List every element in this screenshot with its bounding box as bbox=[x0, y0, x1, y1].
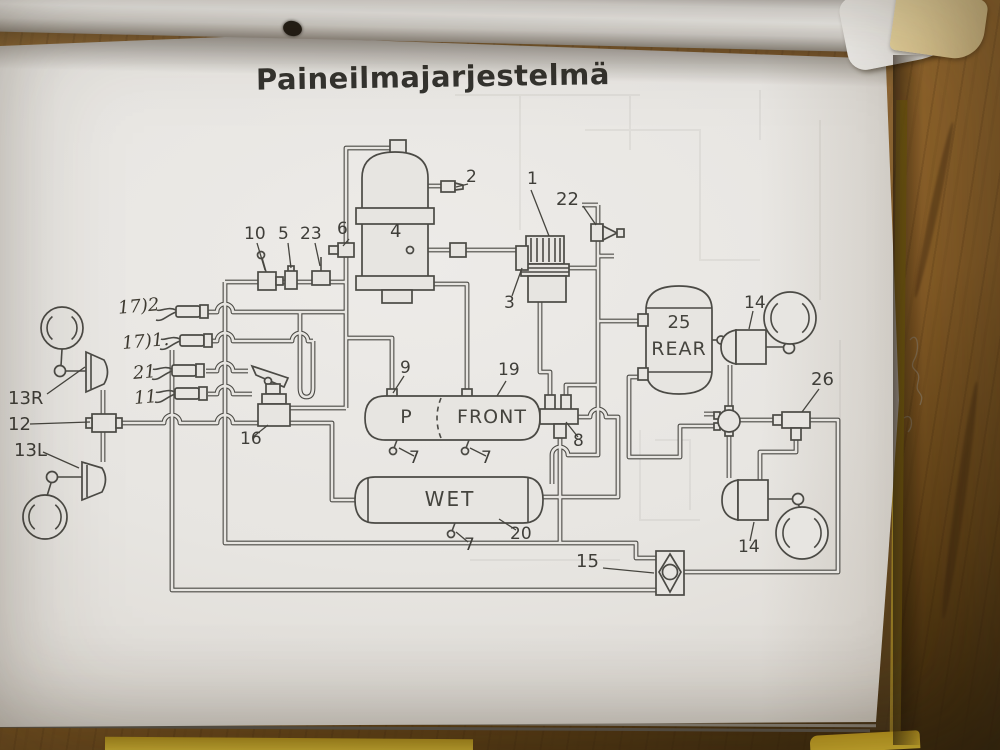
wheel bbox=[775, 506, 829, 560]
fitting-5 bbox=[284, 265, 298, 290]
part-label-10: 10 bbox=[244, 224, 266, 244]
front-tank bbox=[364, 388, 541, 456]
fitting-2 bbox=[440, 180, 456, 193]
dryer-port bbox=[405, 245, 415, 255]
part-label-7b: 7 bbox=[481, 448, 492, 468]
part-label-20: 20 bbox=[510, 524, 532, 544]
manifold-8 bbox=[539, 394, 579, 439]
part-label-19: 19 bbox=[498, 360, 520, 380]
part-label-16: 16 bbox=[240, 429, 262, 449]
drain-valve bbox=[460, 446, 470, 456]
wet-tank-label: WET bbox=[424, 487, 476, 511]
part-label-17-1: 17)1. bbox=[121, 328, 170, 355]
part-label-26: 26 bbox=[811, 369, 834, 390]
valve-10 bbox=[256, 250, 284, 291]
fitting-26 bbox=[772, 411, 811, 441]
page-shading bbox=[760, 50, 900, 730]
drain-valve bbox=[388, 446, 398, 456]
compressor bbox=[515, 235, 570, 303]
part-label-15: 15 bbox=[576, 551, 599, 572]
part-label-7c: 7 bbox=[464, 535, 475, 555]
foot-brake-valve bbox=[250, 364, 291, 427]
part-label-21: 21 bbox=[132, 361, 157, 384]
part-label-23: 23 bbox=[300, 224, 322, 244]
part-label-13R: 13R bbox=[8, 388, 44, 409]
front-tank-label-p: P bbox=[400, 406, 412, 428]
components-layer bbox=[22, 139, 829, 596]
rear-tank-label-25: 25 bbox=[667, 312, 691, 333]
part-label-5: 5 bbox=[278, 224, 289, 244]
part-label-12: 12 bbox=[8, 414, 31, 435]
front-brake-13R bbox=[40, 306, 109, 394]
inline-fitting bbox=[449, 242, 467, 258]
test-connectors bbox=[151, 304, 213, 404]
quick-release-valve bbox=[713, 405, 741, 437]
page-edge-shadow bbox=[893, 55, 923, 745]
part-label-8: 8 bbox=[573, 431, 584, 451]
part-label-22: 22 bbox=[556, 189, 579, 210]
part-label-6: 6 bbox=[337, 219, 348, 239]
part-label-13L: 13L bbox=[14, 440, 47, 461]
part-label-1: 1 bbox=[527, 169, 538, 189]
front-brake-13L bbox=[22, 460, 107, 540]
leader-lines bbox=[29, 183, 820, 574]
wheel bbox=[763, 291, 817, 345]
rear-brake-chamber-lower bbox=[721, 478, 829, 560]
valve-15 bbox=[655, 550, 685, 596]
part-label-9: 9 bbox=[400, 358, 411, 378]
rear-tank bbox=[637, 285, 726, 395]
part-label-17-2: 17)2 bbox=[117, 294, 161, 319]
rear-tank-label-rear: REAR bbox=[651, 338, 707, 360]
unloader-valve-22 bbox=[590, 223, 625, 242]
part-label-11: 11 bbox=[133, 386, 158, 409]
part-label-7a: 7 bbox=[409, 448, 420, 468]
part-label-14b: 14 bbox=[738, 537, 760, 557]
part-label-3: 3 bbox=[504, 293, 515, 313]
part-label-14a: 14 bbox=[744, 293, 766, 313]
air-dryer bbox=[328, 139, 467, 304]
junction-12 bbox=[85, 413, 123, 433]
fitting-3 bbox=[515, 245, 529, 271]
wet-tank bbox=[354, 476, 544, 539]
part-label-4: 4 bbox=[390, 221, 402, 242]
part-label-2: 2 bbox=[466, 167, 477, 187]
fitting-6 bbox=[337, 242, 355, 258]
brake-pedal bbox=[250, 364, 290, 389]
rear-brake-chamber-upper bbox=[720, 291, 817, 366]
front-tank-label-front: FRONT bbox=[457, 406, 527, 428]
drain-valve bbox=[446, 529, 456, 539]
fitting-23 bbox=[311, 257, 331, 286]
